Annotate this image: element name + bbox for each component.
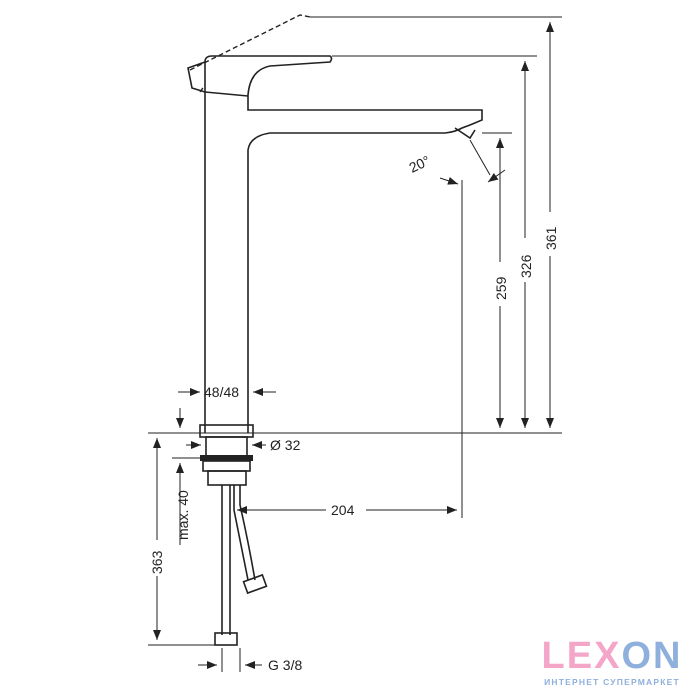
dim-259: 259 — [493, 276, 509, 300]
dim-connection: G 3/8 — [268, 657, 302, 673]
dimension-lines — [148, 16, 562, 672]
dim-326: 326 — [518, 254, 534, 278]
lever-open-position-lower — [199, 84, 206, 93]
lexon-logo: LEXON ИНТЕРНЕТ СУПЕРМАРКЕТ — [532, 637, 692, 687]
dim-361: 361 — [543, 226, 559, 250]
dim-363: 363 — [149, 550, 165, 574]
dim-shank-diameter: Ø 32 — [270, 437, 301, 453]
dim-angle: 20° — [407, 152, 433, 175]
dim-max-thickness: max. 40 — [175, 490, 191, 540]
dim-204: 204 — [331, 502, 355, 518]
faucet-body — [187, 55, 483, 433]
dim-body-size: 48/48 — [204, 384, 239, 400]
base-assembly — [148, 424, 562, 646]
lever-open-position — [189, 14, 311, 71]
logo-tagline: ИНТЕРНЕТ СУПЕРМАРКЕТ — [544, 677, 680, 687]
